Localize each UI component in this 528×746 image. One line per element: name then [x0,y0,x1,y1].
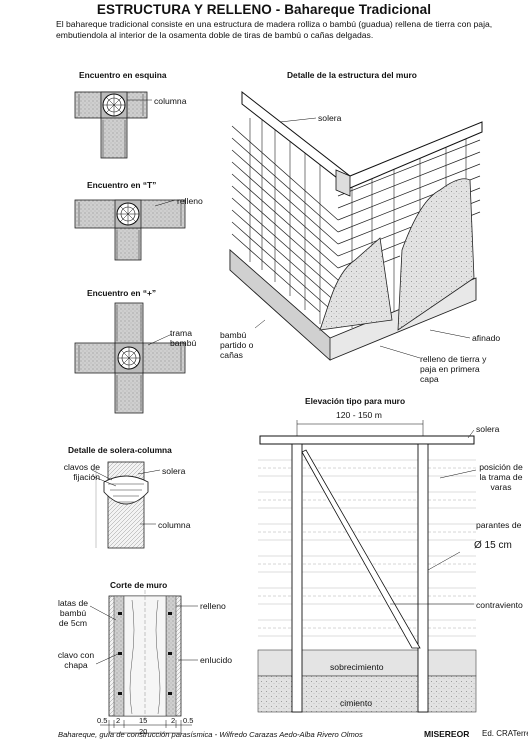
label-afinado: afinado [472,333,501,343]
label-columna: columna [154,96,187,106]
label-clavos-fijacion: clavos de fijación [63,462,100,482]
footer-brand: MISEREOR [424,729,470,739]
label-relleno-tierra: relleno de tierra y paja en primera capa [420,354,487,384]
dim-total: 20 [139,727,148,736]
dim-4: 2 [171,716,176,725]
heading-esquina: Encuentro en esquina [79,70,167,80]
elevation-drawing [257,420,477,713]
heading-elevacion: Elevación tipo para muro [305,396,406,406]
label-solera-elev: solera [476,424,500,434]
footer-text: Bahareque, guía de construcción parasísm… [58,730,363,739]
label-solera: solera [162,466,186,476]
label-latas: latas de bambú de 5cm [57,598,89,628]
label-relleno-2: relleno [200,601,226,611]
dim-5: 0.5 [183,716,194,725]
label-parantes-dim: Ø 15 cm [474,540,512,551]
label-parantes: parantes de [476,520,522,530]
heading-t: Encuentro en “T” [87,180,157,190]
label-enlucido: enlucido [200,655,233,665]
heading-corte: Corte de muro [110,580,168,590]
dim-3: 15 [139,716,148,725]
label-trama-bambu: trama bambú [170,328,197,348]
t-drawing [74,199,186,261]
isometric-wall-drawing [229,90,483,361]
label-cimiento: cimiento [340,698,372,708]
dim-1: 0.5 [97,716,108,725]
esquina-drawing [74,91,152,159]
page-title: ESTRUCTURA Y RELLENO - Bahareque Tradici… [96,2,432,17]
label-sobrecimiento: sobrecimiento [330,662,384,672]
intro-text: El bahareque tradicional consiste en una… [56,19,493,40]
solera-columna-drawing [91,461,161,549]
dim-2: 2 [116,716,121,725]
label-columna-2: columna [158,520,191,530]
label-clavo-chapa: clavo con chapa [57,650,95,670]
footer-ed: Ed. CRATerre [482,729,528,738]
cruz-drawing [74,302,186,414]
heading-cruz: Encuentro en “+” [87,288,157,298]
heading-detalle-muro: Detalle de la estructura del muro [287,70,417,80]
label-solera-muro: solera [318,113,342,123]
label-posicion-trama: posición de la trama de varas [479,462,523,492]
label-span: 120 - 150 m [336,410,382,420]
heading-solera-columna: Detalle de solera-columna [68,445,172,455]
corte-drawing [89,590,198,735]
label-bambu-partido: bambú partido o cañas [220,330,254,360]
label-relleno: relleno [177,196,203,206]
label-contraviento: contraviento [476,600,523,610]
